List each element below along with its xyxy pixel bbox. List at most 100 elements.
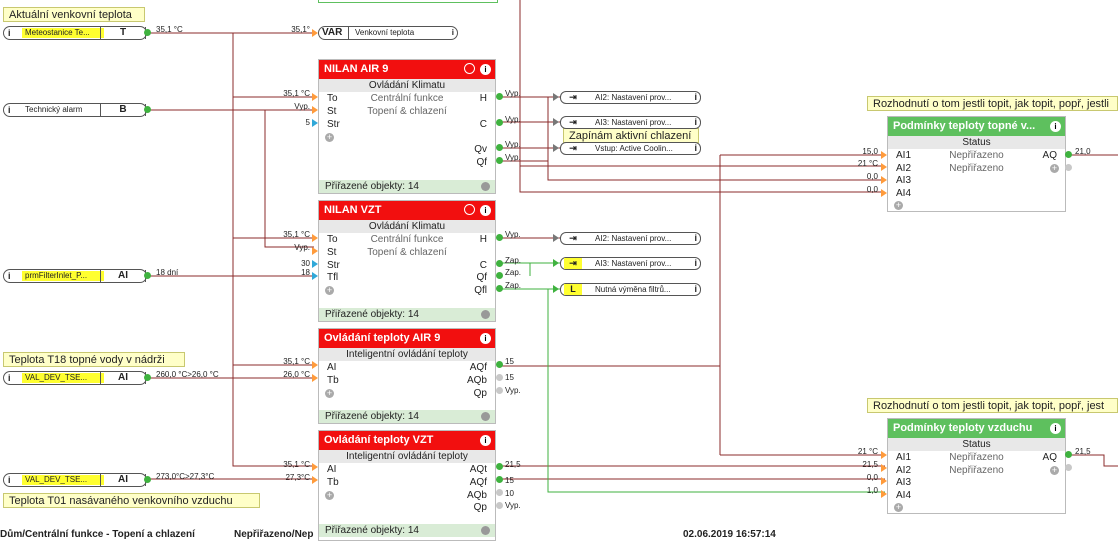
- block-nilan-vzt[interactable]: NILAN VZT i Ovládání Klimatu Centrální f…: [318, 200, 496, 322]
- input-connector[interactable]: [312, 106, 318, 114]
- pin-ai1: AI1: [896, 150, 912, 161]
- settings-icon[interactable]: [464, 204, 475, 215]
- info-icon[interactable]: i: [480, 333, 491, 344]
- output-connector[interactable]: [144, 374, 151, 381]
- input-connector[interactable]: [312, 476, 318, 484]
- output-connector[interactable]: [496, 374, 503, 381]
- input-connector[interactable]: [312, 463, 318, 471]
- add-input-icon[interactable]: +: [894, 200, 903, 210]
- block-footer: Přiřazené objekty: 14: [319, 180, 495, 193]
- info-icon[interactable]: i: [480, 205, 491, 216]
- input-filter-inlet[interactable]: i prmFilterInlet_P... AI: [3, 269, 147, 283]
- output-ai2-air9[interactable]: ⇥ AI2: Nastavení prov... i: [560, 91, 701, 104]
- pin-value: 0,0: [866, 473, 878, 482]
- output-ai3-air9[interactable]: ⇥ AI3: Nastavení prov... i: [560, 116, 701, 129]
- input-connector[interactable]: [312, 374, 318, 382]
- input-connector[interactable]: [881, 176, 887, 184]
- input-connector[interactable]: [881, 451, 887, 459]
- output-connector[interactable]: [144, 29, 151, 36]
- add-output-icon[interactable]: +: [1050, 163, 1059, 173]
- output-connector[interactable]: [496, 93, 503, 100]
- output-connector[interactable]: [496, 463, 503, 470]
- pin-value: 26,0 °C: [283, 370, 310, 379]
- pin-value: Vyp.: [505, 386, 521, 395]
- block-header: Podmínky teploty vzduchu i: [888, 419, 1065, 438]
- output-ai2-vzt[interactable]: ⇥ AI2: Nastavení prov... i: [560, 232, 701, 245]
- input-connector[interactable]: [312, 93, 318, 101]
- output-connector[interactable]: [496, 144, 503, 151]
- var-outdoor-temp[interactable]: VAR Venkovní teplota i: [318, 26, 458, 40]
- info-icon[interactable]: i: [1050, 423, 1061, 434]
- block-nilan-air9[interactable]: NILAN AIR 9 i Ovládání Klimatu Centrální…: [318, 59, 496, 194]
- output-connector[interactable]: [1065, 164, 1072, 171]
- output-connector[interactable]: [496, 272, 503, 279]
- input-connector[interactable]: [881, 464, 887, 472]
- output-connector[interactable]: [496, 489, 503, 496]
- output-connector[interactable]: [1065, 151, 1072, 158]
- gear-icon[interactable]: [481, 310, 490, 319]
- output-connector[interactable]: [496, 502, 503, 509]
- add-input-icon[interactable]: +: [894, 502, 903, 512]
- input-connector[interactable]: [553, 259, 559, 267]
- input-connector[interactable]: [881, 490, 887, 498]
- add-input-icon[interactable]: +: [325, 388, 334, 398]
- input-weather-station[interactable]: i Meteostanice Te... T: [3, 26, 147, 40]
- input-connector[interactable]: [312, 272, 318, 280]
- block-temp-control-air9[interactable]: Ovládání teploty AIR 9 i Inteligentní ov…: [318, 328, 496, 424]
- input-type: AI: [100, 372, 146, 384]
- pin-value: 0,0: [866, 172, 878, 181]
- input-connector[interactable]: [881, 151, 887, 159]
- add-input-icon[interactable]: +: [325, 285, 334, 295]
- block-footer: Přiřazené objekty: 14: [319, 524, 495, 537]
- input-connector[interactable]: [553, 285, 559, 293]
- output-connector[interactable]: [496, 476, 503, 483]
- output-connector[interactable]: [496, 234, 503, 241]
- block-heating-water-conditions[interactable]: Podmínky teploty topné v... i Status Nep…: [887, 116, 1066, 212]
- input-connector[interactable]: [881, 163, 887, 171]
- input-connector[interactable]: [553, 118, 559, 126]
- output-connector[interactable]: [144, 476, 151, 483]
- input-connector[interactable]: [881, 477, 887, 485]
- output-filter-change[interactable]: L Nutná výměna filtrů... i: [560, 283, 701, 296]
- input-connector[interactable]: [312, 119, 318, 127]
- output-connector[interactable]: [1065, 451, 1072, 458]
- add-output-icon[interactable]: +: [1050, 465, 1059, 475]
- block-temp-control-vzt[interactable]: Ovládání teploty VZT i Inteligentní ovlá…: [318, 430, 496, 541]
- settings-icon[interactable]: [464, 63, 475, 74]
- input-connector[interactable]: [553, 144, 559, 152]
- output-connector[interactable]: [496, 285, 503, 292]
- input-connector[interactable]: [312, 29, 318, 37]
- input-connector[interactable]: [553, 234, 559, 242]
- input-connector[interactable]: [553, 93, 559, 101]
- input-connector[interactable]: [312, 247, 318, 255]
- output-connector[interactable]: [144, 272, 151, 279]
- output-connector[interactable]: [144, 106, 151, 113]
- add-input-icon[interactable]: +: [325, 132, 334, 142]
- output-connector[interactable]: [496, 157, 503, 164]
- block-center-line: Nepřiřazeno: [949, 452, 1004, 463]
- info-icon[interactable]: i: [1050, 121, 1061, 132]
- output-connector[interactable]: [496, 361, 503, 368]
- info-icon[interactable]: i: [480, 435, 491, 446]
- output-connector[interactable]: [496, 119, 503, 126]
- gear-icon[interactable]: [481, 526, 490, 535]
- add-input-icon[interactable]: +: [325, 490, 334, 500]
- input-connector[interactable]: [312, 361, 318, 369]
- block-air-temp-conditions[interactable]: Podmínky teploty vzduchu i Status Nepřiř…: [887, 418, 1066, 514]
- input-val-dev-t18[interactable]: i VAL_DEV_TSE... AI: [3, 371, 147, 385]
- gear-icon[interactable]: [481, 412, 490, 421]
- block-center-line: Nepřiřazeno: [949, 163, 1004, 174]
- gear-icon[interactable]: [481, 182, 490, 191]
- input-connector[interactable]: [312, 234, 318, 242]
- input-val-dev-t01[interactable]: i VAL_DEV_TSE... AI: [3, 473, 147, 487]
- input-connector[interactable]: [881, 189, 887, 197]
- input-technical-alarm[interactable]: i Technický alarm B: [3, 103, 147, 117]
- info-icon[interactable]: i: [480, 64, 491, 75]
- output-active-cooling[interactable]: ⇥ Vstup: Active Coolin... i: [560, 142, 701, 155]
- output-ai3-vzt[interactable]: ⇥ AI3: Nastavení prov... i: [560, 257, 701, 270]
- output-connector[interactable]: [1065, 464, 1072, 471]
- output-connector[interactable]: [496, 387, 503, 394]
- input-connector[interactable]: [312, 260, 318, 268]
- output-connector[interactable]: [496, 260, 503, 267]
- input-name: VAL_DEV_TSE...: [22, 475, 104, 485]
